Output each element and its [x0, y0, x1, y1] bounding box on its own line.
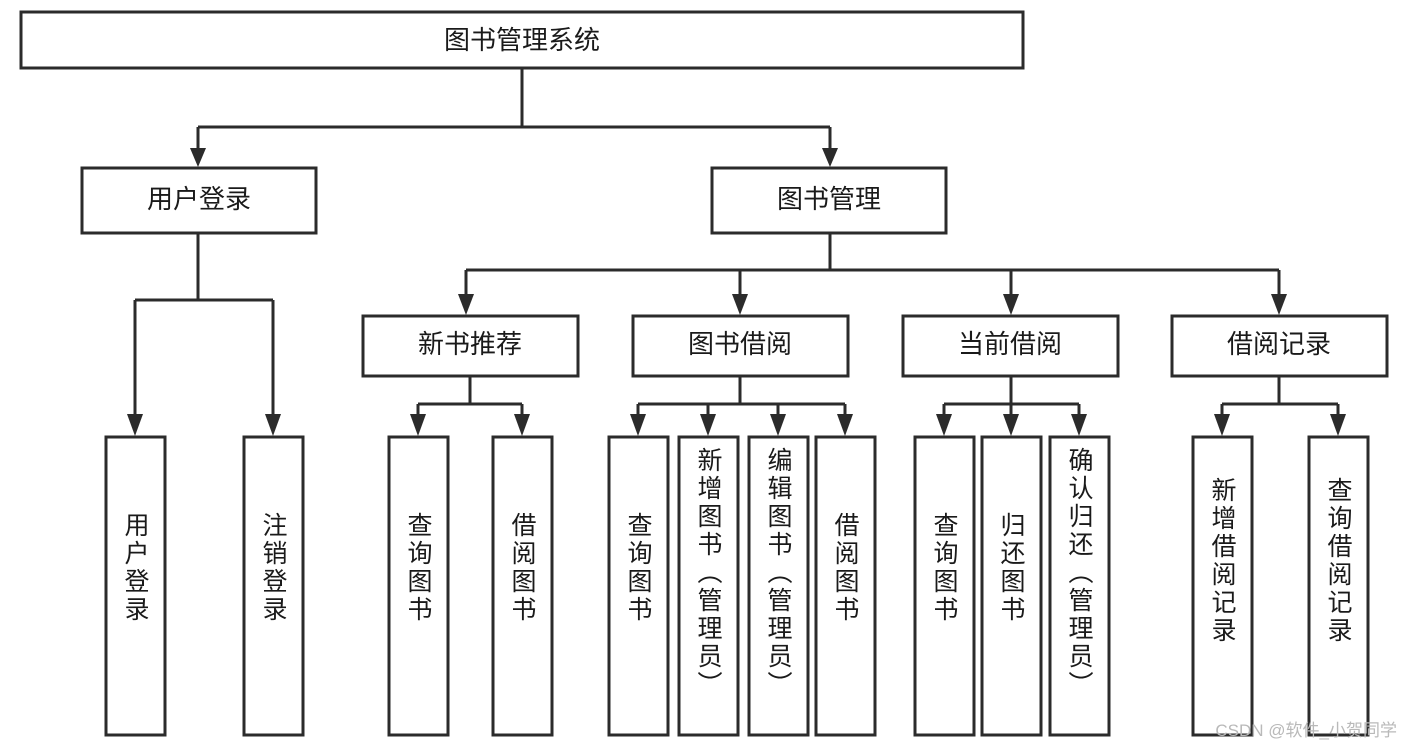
- leaf-book-borrow-3-box[interactable]: [747, 435, 810, 737]
- arrow-head-user-login-leaf-2: [265, 414, 281, 436]
- node-new-book-recommend-box[interactable]: [361, 314, 580, 378]
- leaf-user-login-1[interactable]: 用户登录: [104, 435, 167, 737]
- arrow-head-book-mgmt: [822, 148, 838, 167]
- node-borrow-record-label: 借阅记录: [1227, 329, 1331, 359]
- arrow-head-user-login: [190, 148, 206, 167]
- leaf-current-borrow-1[interactable]: 查询图书: [913, 435, 976, 737]
- arrow-head-current-borrow-leaf-1: [936, 414, 952, 436]
- node-book-management[interactable]: 图书管理: [710, 166, 948, 235]
- node-book-management-box[interactable]: [710, 166, 948, 235]
- leaf-current-borrow-3-label: 确认归还（管理员）: [1065, 447, 1094, 699]
- leaf-new-book-2[interactable]: 借阅图书: [491, 435, 554, 737]
- leaf-current-borrow-2-label: 归还图书: [997, 512, 1026, 624]
- leaf-new-book-1[interactable]: 查询图书: [387, 435, 450, 737]
- node-user-login-box[interactable]: [80, 166, 318, 235]
- arrow-head-book-borrow: [732, 294, 748, 315]
- leaf-book-borrow-1-label: 查询图书: [624, 512, 653, 624]
- node-user-login[interactable]: 用户登录: [80, 166, 318, 235]
- leaf-book-borrow-2-label: 新增图书（管理员）: [694, 447, 723, 699]
- leaf-borrow-record-2[interactable]: 查询借阅记录: [1307, 435, 1370, 737]
- leaf-borrow-record-2-label: 查询借阅记录: [1324, 477, 1353, 645]
- arrow-head-book-borrow-leaf-2: [700, 414, 716, 436]
- arrow-head-new-book-leaf-1: [410, 414, 426, 436]
- leaf-new-book-2-label: 借阅图书: [508, 512, 537, 624]
- leaf-book-borrow-3-label: 编辑图书（管理员）: [764, 447, 793, 699]
- leaf-borrow-record-1[interactable]: 新增借阅记录: [1191, 435, 1254, 737]
- node-current-borrow[interactable]: 当前借阅: [901, 314, 1120, 378]
- arrow-head-new-book: [458, 294, 474, 315]
- node-book-borrow-label: 图书借阅: [688, 329, 792, 359]
- arrow-head-borrow-record: [1271, 294, 1287, 315]
- node-book-borrow[interactable]: 图书借阅: [631, 314, 850, 378]
- leaf-new-book-2-box[interactable]: [491, 435, 554, 737]
- node-borrow-record[interactable]: 借阅记录: [1170, 314, 1389, 378]
- node-root-box[interactable]: [19, 10, 1025, 70]
- leaf-current-borrow-2[interactable]: 归还图书: [980, 435, 1043, 737]
- leaf-current-borrow-1-label: 查询图书: [930, 512, 959, 624]
- arrow-head-book-borrow-leaf-4: [837, 414, 853, 436]
- arrow-head-current-borrow-leaf-2: [1003, 414, 1019, 436]
- leaf-user-login-2[interactable]: 注销登录: [242, 435, 305, 737]
- leaf-user-login-2-box[interactable]: [242, 435, 305, 737]
- node-book-borrow-box[interactable]: [631, 314, 850, 378]
- arrow-head-current-borrow: [1003, 294, 1019, 315]
- node-new-book-recommend[interactable]: 新书推荐: [361, 314, 580, 378]
- leaf-user-login-1-label: 用户登录: [121, 512, 150, 624]
- node-user-login-label: 用户登录: [147, 184, 251, 214]
- leaf-book-borrow-1-box[interactable]: [607, 435, 670, 737]
- arrow-head-book-borrow-leaf-1: [630, 414, 646, 436]
- leaf-borrow-record-2-box[interactable]: [1307, 435, 1370, 737]
- leaf-user-login-1-box[interactable]: [104, 435, 167, 737]
- leaf-new-book-1-box[interactable]: [387, 435, 450, 737]
- arrow-head-current-borrow-leaf-3: [1071, 414, 1087, 436]
- node-borrow-record-box[interactable]: [1170, 314, 1389, 378]
- leaf-current-borrow-2-box[interactable]: [980, 435, 1043, 737]
- leaf-book-borrow-1[interactable]: 查询图书: [607, 435, 670, 737]
- leaf-book-borrow-2-box[interactable]: [677, 435, 740, 737]
- leaf-user-login-2-label: 注销登录: [259, 512, 288, 624]
- node-book-management-label: 图书管理: [777, 184, 881, 214]
- leaf-book-borrow-4-label: 借阅图书: [831, 512, 860, 624]
- arrow-head-book-borrow-leaf-3: [770, 414, 786, 436]
- leaf-current-borrow-3-box[interactable]: [1048, 435, 1111, 737]
- arrow-head-user-login-leaf-1: [127, 414, 143, 436]
- leaf-new-book-1-label: 查询图书: [404, 512, 433, 624]
- leaf-book-borrow-4[interactable]: 借阅图书: [814, 435, 877, 737]
- leaf-borrow-record-1-box[interactable]: [1191, 435, 1254, 737]
- node-root-label: 图书管理系统: [444, 25, 600, 55]
- node-current-borrow-box[interactable]: [901, 314, 1120, 378]
- leaf-book-borrow-4-box[interactable]: [814, 435, 877, 737]
- arrow-head-borrow-record-leaf-1: [1214, 414, 1230, 436]
- leaf-current-borrow-3[interactable]: 确认归还（管理员）: [1048, 435, 1111, 737]
- node-root[interactable]: 图书管理系统: [19, 10, 1025, 70]
- leaf-book-borrow-2[interactable]: 新增图书（管理员）: [677, 435, 740, 737]
- leaf-borrow-record-1-label: 新增借阅记录: [1208, 477, 1237, 645]
- node-new-book-recommend-label: 新书推荐: [418, 329, 522, 359]
- leaf-book-borrow-3[interactable]: 编辑图书（管理员）: [747, 435, 810, 737]
- connector-group: [127, 68, 1346, 436]
- node-current-borrow-label: 当前借阅: [958, 329, 1062, 359]
- arrow-head-new-book-leaf-2: [514, 414, 530, 436]
- arrow-head-borrow-record-leaf-2: [1330, 414, 1346, 436]
- leaf-current-borrow-1-box[interactable]: [913, 435, 976, 737]
